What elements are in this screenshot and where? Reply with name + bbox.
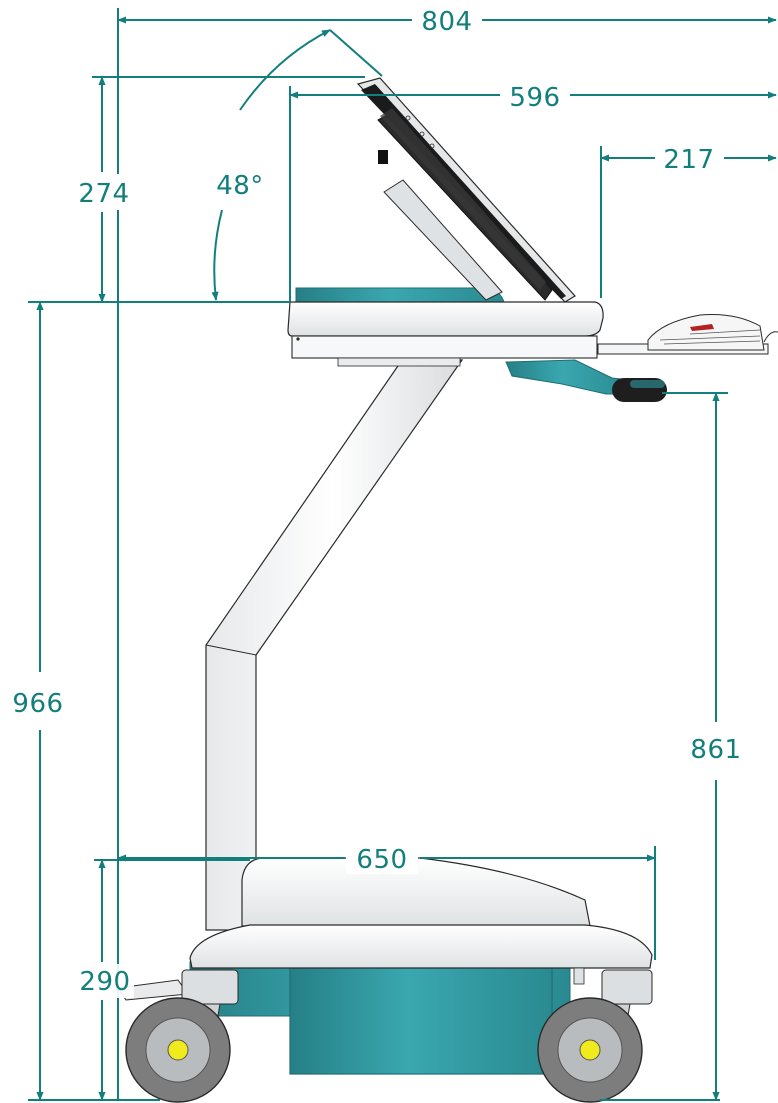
dim-arc-48-upper [239, 29, 331, 111]
dim-base-height: 290 [79, 967, 130, 997]
teal-tray [295, 287, 505, 303]
dim-handle-height: 861 [690, 735, 741, 765]
keyboard-icon [597, 314, 778, 355]
caster-wheel-icon [537, 969, 653, 1103]
monitor-button-1 [405, 115, 411, 121]
caster-hub-right [579, 1039, 601, 1061]
label-bg-804 [413, 4, 481, 36]
keyboard-red-key [690, 324, 714, 331]
monitor-icon [356, 77, 576, 303]
dim-keyboard-offset: 217 [663, 145, 714, 175]
base-lower-shell [189, 924, 653, 969]
dim-overall-depth: 804 [421, 7, 472, 37]
dim-monitor-height: 274 [78, 179, 129, 209]
work-surface-bottom [291, 335, 598, 359]
base-rear-clip [573, 967, 585, 985]
monitor-button-2 [419, 131, 425, 137]
monitor-support-arm [383, 179, 503, 301]
dim-work-surface-height: 966 [12, 689, 63, 719]
label-bg-217 [656, 143, 722, 175]
dim-arc-48-lower [211, 209, 223, 301]
label-bg-650 [346, 844, 418, 874]
cart-handle [505, 359, 667, 402]
post-bend-line [205, 644, 257, 656]
monitor-bracket [378, 150, 388, 164]
surface-indicator [296, 337, 300, 341]
caster-wheel-icon [117, 969, 239, 1103]
keyboard-keys [659, 329, 761, 345]
handle-grip-highlight [630, 380, 665, 388]
cart-base [189, 857, 653, 1075]
dim-monitor-span: 596 [509, 83, 560, 113]
monitor-back-panel [380, 108, 546, 290]
monitor-button-3 [429, 143, 435, 149]
label-bg-274 [72, 174, 134, 210]
dimension-lines [28, 8, 777, 1101]
dim-tilt-angle: 48° [216, 171, 264, 201]
cart-illustration [117, 77, 778, 1103]
caster-fork-right [601, 969, 653, 1005]
dim-base-depth: 650 [356, 845, 407, 875]
label-bg-966 [6, 682, 72, 720]
base-upper-cover [241, 857, 591, 927]
keyboard-cable [763, 331, 778, 343]
label-bg-596 [501, 80, 569, 112]
cart-post [205, 359, 464, 931]
work-surface-top [287, 301, 604, 337]
handle-teal-arm [505, 359, 631, 395]
surface-bracket [337, 357, 461, 367]
caster-hub-left [167, 1039, 189, 1061]
work-surface [287, 287, 604, 367]
keyboard-body [647, 314, 765, 351]
dimension-labels: 804 596 217 274 48° 966 861 650 290 [6, 4, 746, 998]
label-bg-861 [688, 730, 746, 770]
label-bg-290 [76, 964, 134, 998]
battery-box [289, 961, 553, 1075]
ext-angle-ray [329, 29, 383, 77]
